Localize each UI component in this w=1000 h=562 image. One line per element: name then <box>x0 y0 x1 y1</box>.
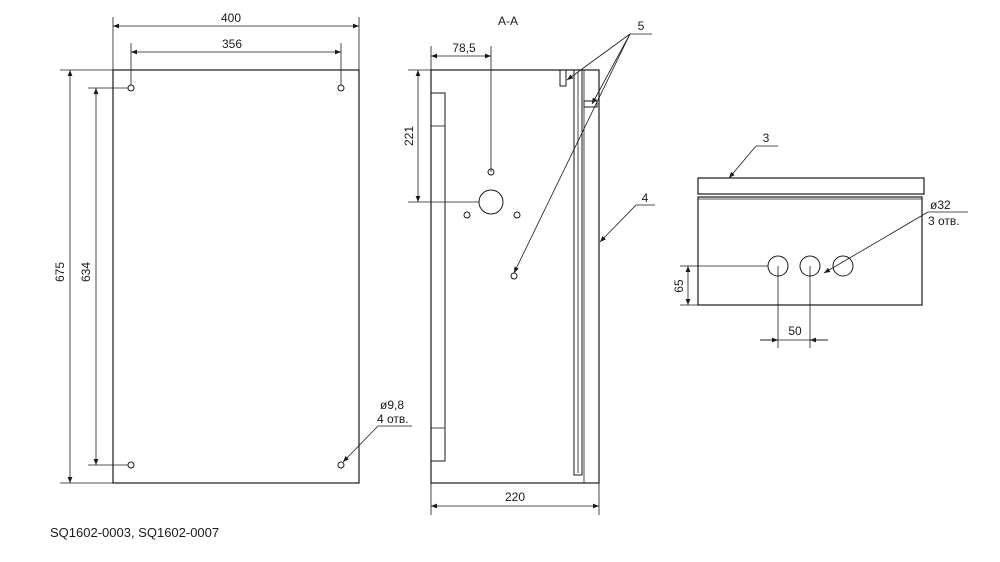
gland-hole-small-right <box>513 211 521 219</box>
bottom-hole-note-leader <box>823 211 929 274</box>
mounting-hole-top-left <box>127 84 135 92</box>
door-profile <box>573 69 583 476</box>
mounting-hole-bottom-left <box>127 461 135 469</box>
section-title: A-A <box>498 14 518 28</box>
dimension-hole-spacing-horizontal-label: 356 <box>222 37 242 51</box>
bottom-view: 3 ø32 3 отв. 65 50 <box>672 131 968 348</box>
front-view: 400 356 675 634 ø9,8 4 отв. <box>53 11 412 484</box>
front-panel-outline <box>112 69 360 484</box>
callout-5-label: 5 <box>638 19 645 33</box>
dimension-bottom-height-label: 65 <box>672 279 686 293</box>
gland-hole-small-lower <box>510 272 518 280</box>
section-view: A-A 78,5 221 220 <box>402 14 655 515</box>
callout-5-leader-b <box>591 33 631 105</box>
callout-5-leader-a <box>566 33 631 81</box>
latch-detail-top <box>559 69 567 87</box>
bottom-hole-note-count: 3 отв. <box>928 214 960 228</box>
gland-hole-large <box>478 189 504 215</box>
latch-detail-side <box>583 100 598 108</box>
dimension-height-label: 675 <box>53 262 67 282</box>
hole-note-count: 4 отв. <box>377 412 409 426</box>
hole-note-leader <box>342 425 379 463</box>
dimension-offset-label: 78,5 <box>452 41 476 55</box>
callout-3-leader <box>728 145 757 179</box>
dimension-depth-label: 220 <box>505 490 525 504</box>
dimension-hole-spacing-label: 50 <box>788 324 802 338</box>
drawing-caption: SQ1602-0003, SQ1602-0007 <box>50 525 219 540</box>
callout-4-label: 4 <box>642 191 649 205</box>
callout-5-leader-c <box>513 33 631 274</box>
gland-hole-small-left <box>463 211 471 219</box>
dimension-width-label: 400 <box>221 11 241 25</box>
hole-note-diameter: ø9,8 <box>380 398 404 412</box>
mounting-hole-bottom-right <box>337 461 345 469</box>
dimension-section-height-label: 221 <box>402 126 416 146</box>
callout-4-leader <box>599 204 637 243</box>
cable-entry-hole-3 <box>832 255 854 277</box>
roof-cover <box>697 177 925 195</box>
callout-3-label: 3 <box>763 131 770 145</box>
left-mounting-rail <box>430 92 446 462</box>
bottom-hole-note-diameter: ø32 <box>930 198 951 212</box>
mounting-hole-top-right <box>337 84 345 92</box>
dimension-hole-spacing-vertical-label: 634 <box>79 262 93 282</box>
